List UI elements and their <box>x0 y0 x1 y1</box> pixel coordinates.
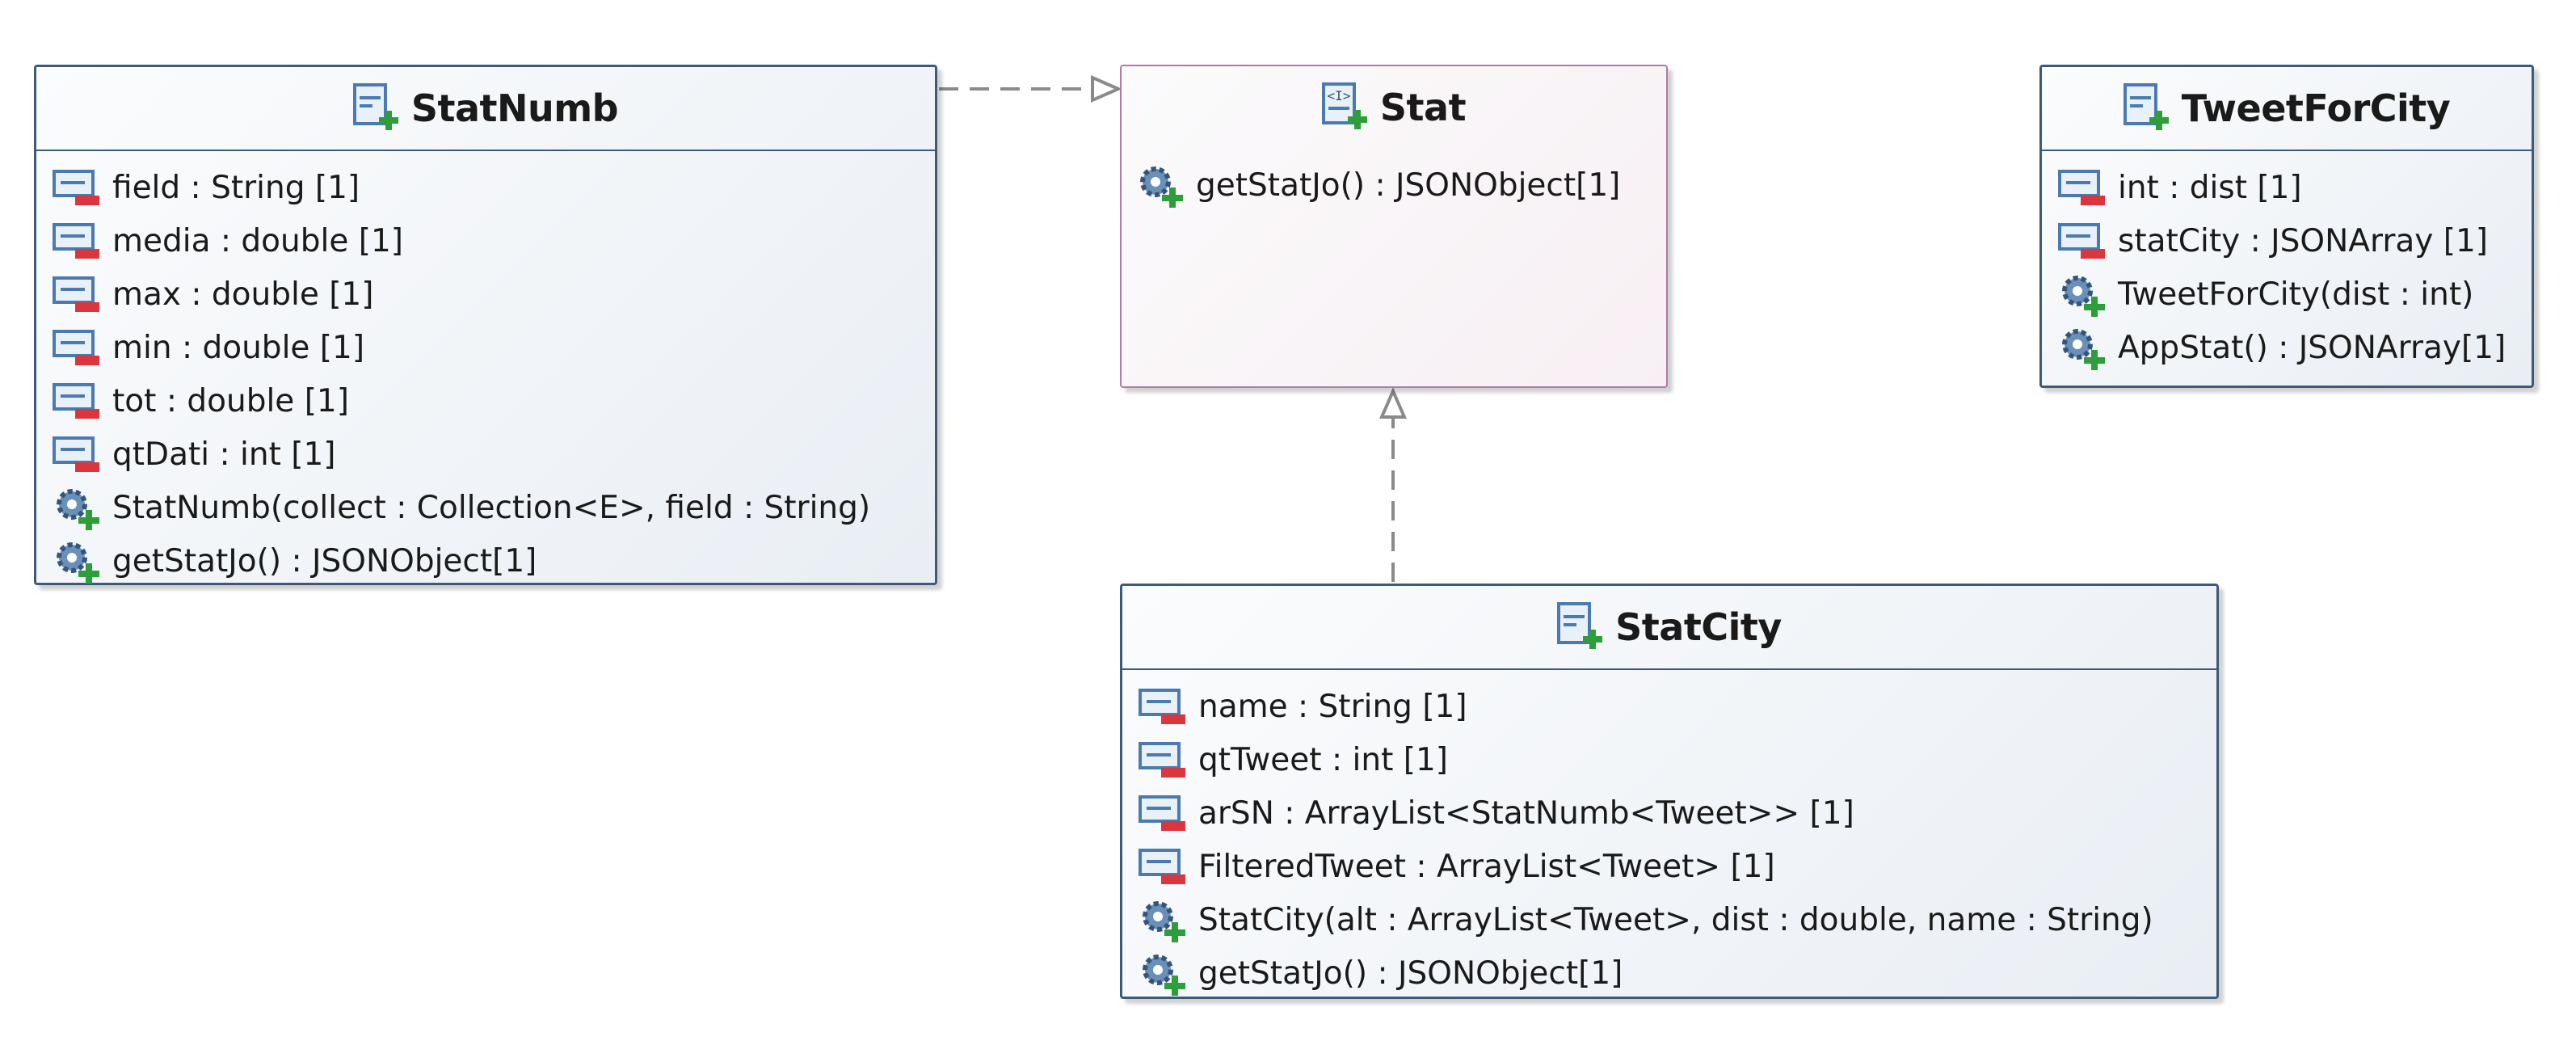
interface-name: Stat <box>1379 86 1467 129</box>
class-name: StatNumb <box>410 86 619 130</box>
operation-row[interactable]: StatCity(alt : ArrayList<Tweet>, dist : … <box>1139 893 2210 946</box>
attribute-label: max : double [1] <box>112 276 374 313</box>
public-operation-icon <box>1143 955 1185 996</box>
attribute-label: FilteredTweet : ArrayList<Tweet> [1] <box>1198 848 1775 885</box>
attribute-label: media : double [1] <box>112 222 403 259</box>
operation-label: StatNumb(collect : Collection<E>, field … <box>112 489 871 526</box>
private-attribute-icon <box>2058 223 2105 259</box>
private-attribute-icon <box>53 223 99 259</box>
attribute-row[interactable]: media : double [1] <box>53 214 928 268</box>
attribute-row[interactable]: tot : double [1] <box>53 374 928 428</box>
operation-row[interactable]: TweetForCity(dist : int) <box>2058 268 2525 321</box>
attribute-row[interactable]: int : dist [1] <box>2058 161 2525 214</box>
private-attribute-icon <box>1139 795 1185 831</box>
operation-label: getStatJo() : JSONObject[1] <box>1196 166 1621 204</box>
realization-statnumb-to-stat[interactable] <box>939 74 1122 103</box>
attribute-label: tot : double [1] <box>112 382 349 419</box>
class-statcity[interactable]: StatCity name : String [1] qtTweet : int… <box>1120 584 2219 999</box>
attribute-row[interactable]: name : String [1] <box>1139 680 2210 733</box>
interface-icon: <I> <box>1321 82 1367 129</box>
public-operation-icon <box>57 489 99 530</box>
operation-row[interactable]: AppStat() : JSONArray[1] <box>2058 321 2525 374</box>
private-attribute-icon <box>1139 742 1185 778</box>
class-header: StatNumb <box>36 67 935 151</box>
attribute-row[interactable]: field : String [1] <box>53 161 928 214</box>
class-header: TweetForCity <box>2042 67 2532 151</box>
public-operation-icon <box>1140 166 1183 208</box>
interface-header: <I> Stat <box>1122 66 1666 149</box>
class-name: StatCity <box>1615 605 1782 649</box>
attribute-row[interactable]: arSN : ArrayList<StatNumb<Tweet>> [1] <box>1139 786 2210 840</box>
class-members: name : String [1] qtTweet : int [1] arSN… <box>1139 680 2210 1000</box>
class-name: TweetForCity <box>2181 86 2451 130</box>
operation-label: getStatJo() : JSONObject[1] <box>112 542 537 580</box>
realization-statcity-to-stat[interactable] <box>1378 387 1408 582</box>
class-icon <box>352 83 398 130</box>
operation-label: TweetForCity(dist : int) <box>2118 276 2474 313</box>
attribute-label: qtDati : int [1] <box>112 436 336 473</box>
class-header: StatCity <box>1122 586 2216 670</box>
attribute-row[interactable]: qtTweet : int [1] <box>1139 733 2210 786</box>
realization-arrowhead <box>1378 387 1408 419</box>
private-attribute-icon <box>53 330 99 365</box>
attribute-label: qtTweet : int [1] <box>1198 741 1449 778</box>
interface-operations: getStatJo() : JSONObject[1] <box>1136 158 1663 212</box>
operation-row[interactable]: getStatJo() : JSONObject[1] <box>53 534 928 588</box>
attribute-row[interactable]: qtDati : int [1] <box>53 428 928 481</box>
class-icon <box>2123 83 2169 130</box>
class-members: field : String [1] media : double [1] ma… <box>53 161 928 588</box>
attribute-row[interactable]: min : double [1] <box>53 321 928 374</box>
operation-row[interactable]: getStatJo() : JSONObject[1] <box>1139 946 2210 1000</box>
realization-arrowhead <box>1091 74 1122 103</box>
private-attribute-icon <box>53 276 99 312</box>
attribute-label: statCity : JSONArray [1] <box>2118 222 2488 259</box>
private-attribute-icon <box>1139 689 1185 724</box>
attribute-row[interactable]: statCity : JSONArray [1] <box>2058 214 2525 268</box>
private-attribute-icon <box>53 383 99 419</box>
operation-row[interactable]: StatNumb(collect : Collection<E>, field … <box>53 481 928 534</box>
svg-text:<I>: <I> <box>1327 88 1350 103</box>
attribute-label: min : double [1] <box>112 329 365 366</box>
attribute-row[interactable]: max : double [1] <box>53 268 928 321</box>
public-operation-icon <box>2062 276 2105 317</box>
attribute-label: name : String [1] <box>1198 688 1467 725</box>
operation-label: getStatJo() : JSONObject[1] <box>1198 955 1623 992</box>
attribute-label: int : dist [1] <box>2118 169 2302 206</box>
attribute-label: arSN : ArrayList<StatNumb<Tweet>> [1] <box>1198 794 1854 832</box>
class-members: int : dist [1] statCity : JSONArray [1] … <box>2058 161 2525 374</box>
private-attribute-icon <box>53 170 99 205</box>
attribute-row[interactable]: FilteredTweet : ArrayList<Tweet> [1] <box>1139 840 2210 893</box>
private-attribute-icon <box>1139 849 1185 884</box>
public-operation-icon <box>57 542 99 584</box>
public-operation-icon <box>1143 901 1185 942</box>
private-attribute-icon <box>2058 170 2105 205</box>
class-tweetforcity[interactable]: TweetForCity int : dist [1] statCity : J… <box>2039 65 2534 388</box>
class-statnumb[interactable]: StatNumb field : String [1] media : doub… <box>34 65 937 585</box>
public-operation-icon <box>2062 329 2105 370</box>
operation-row[interactable]: getStatJo() : JSONObject[1] <box>1136 158 1663 212</box>
attribute-label: field : String [1] <box>112 169 360 206</box>
operation-label: AppStat() : JSONArray[1] <box>2118 329 2507 366</box>
operation-label: StatCity(alt : ArrayList<Tweet>, dist : … <box>1198 901 2153 938</box>
interface-stat[interactable]: <I> Stat <box>1120 65 1668 388</box>
private-attribute-icon <box>53 436 99 472</box>
class-icon <box>1557 602 1603 649</box>
